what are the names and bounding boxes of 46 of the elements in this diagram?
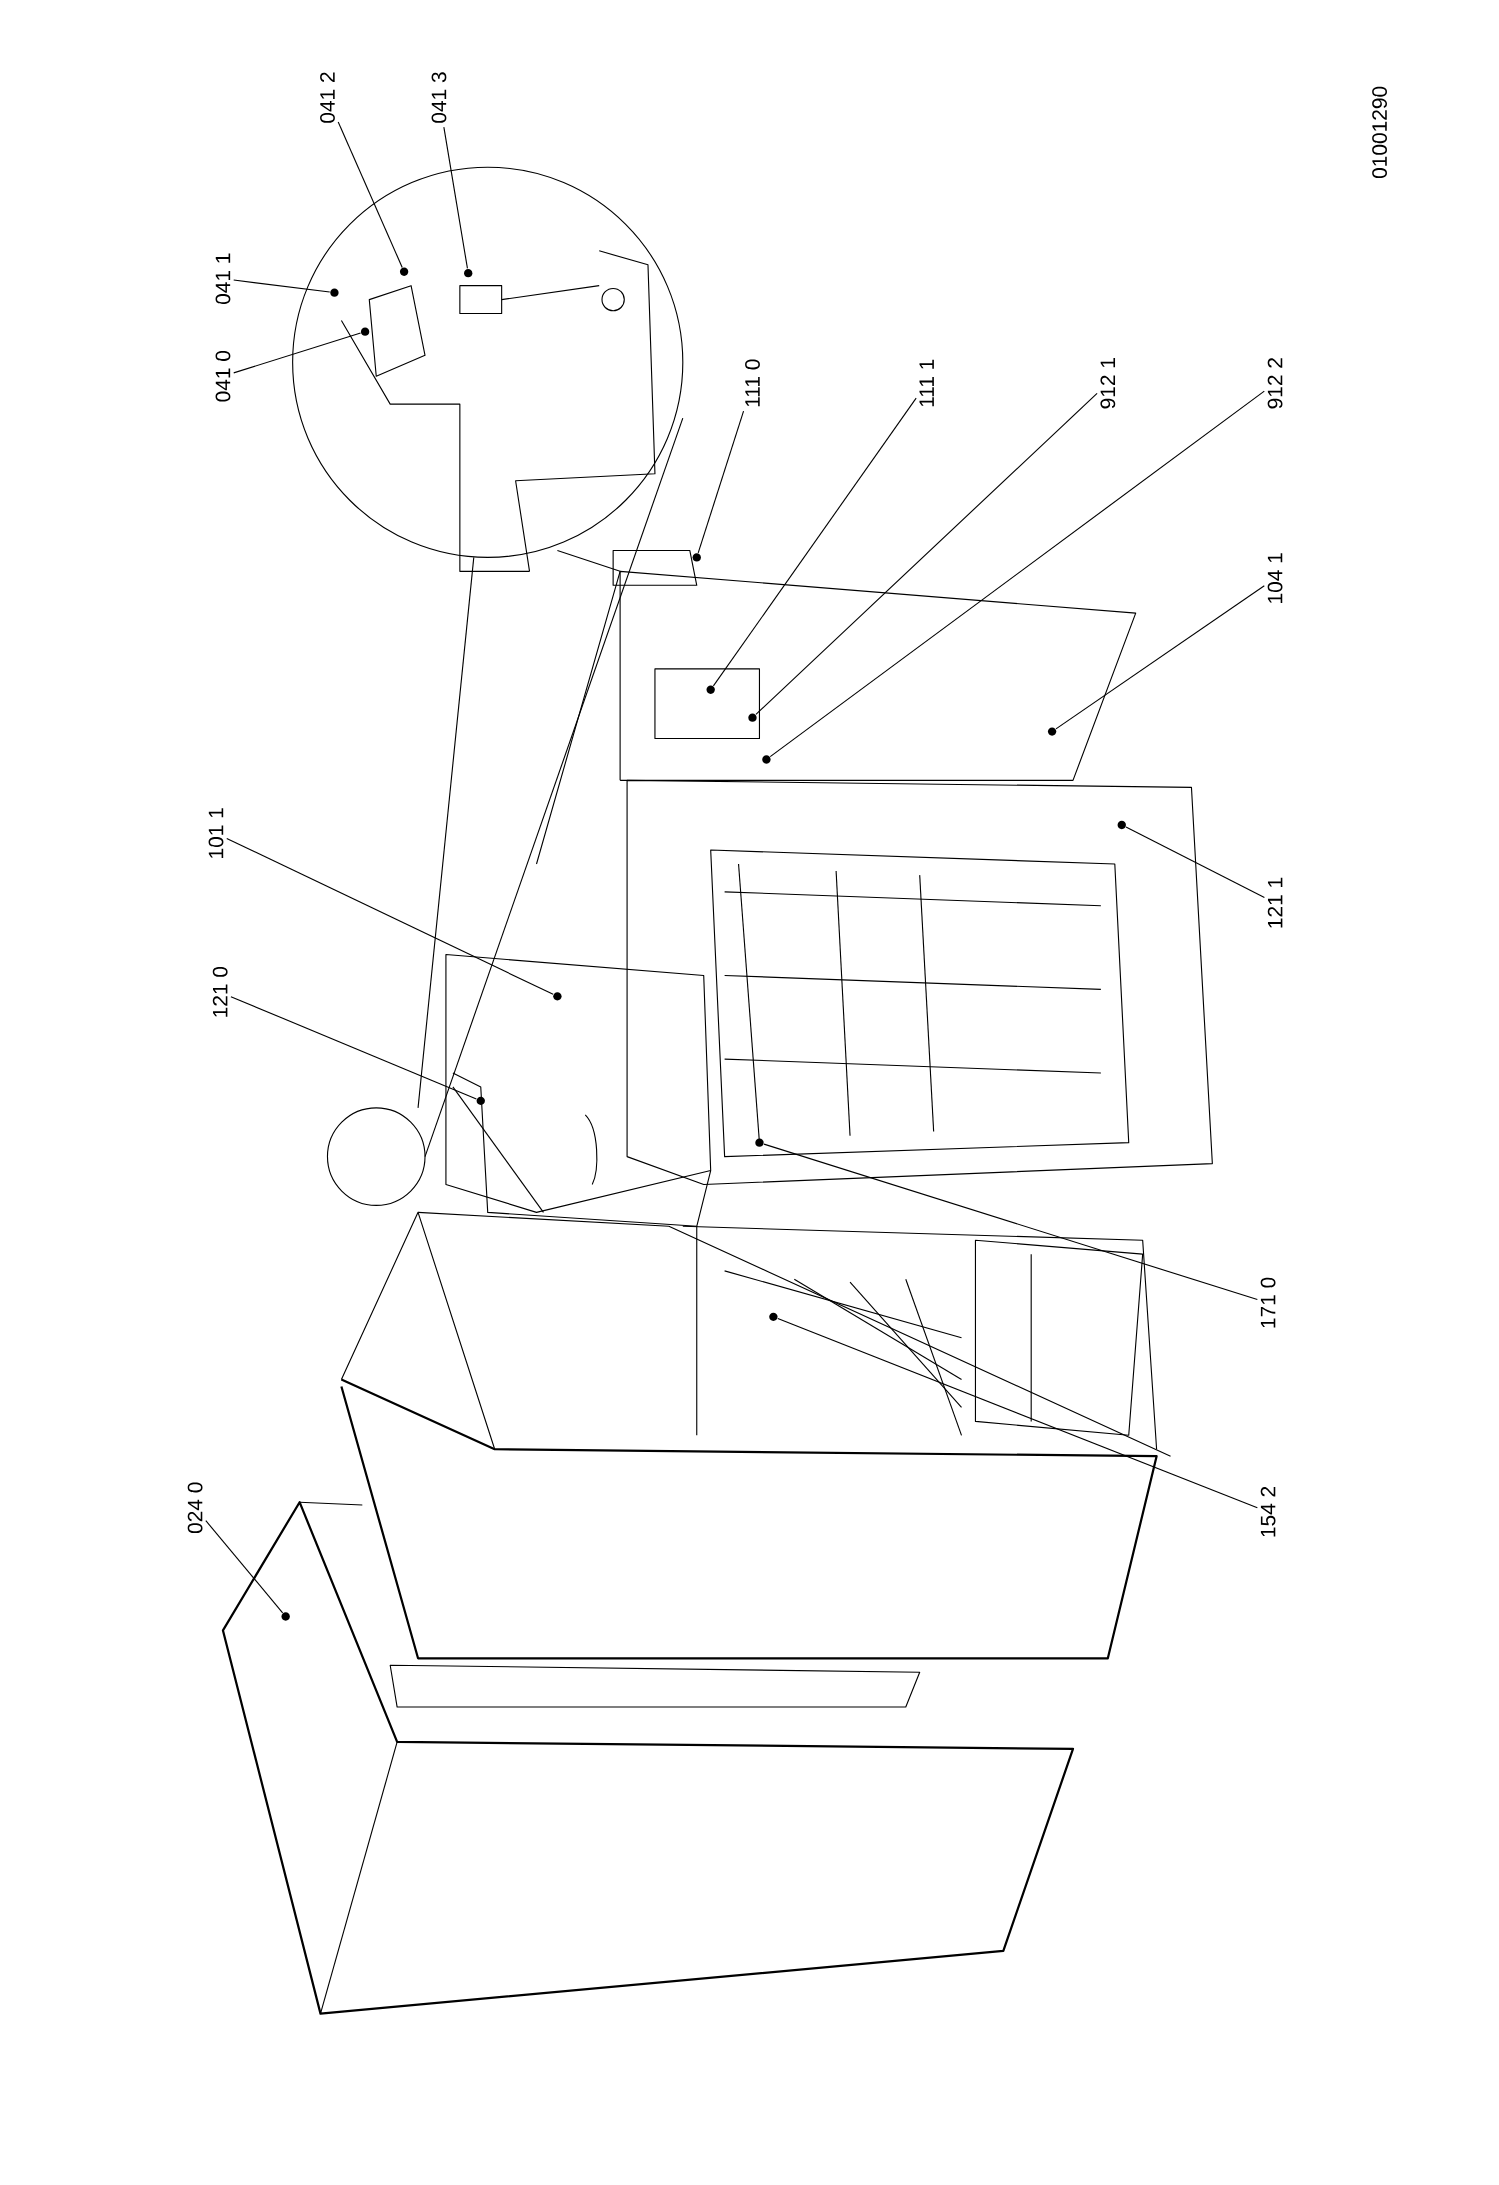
leader-line bbox=[1055, 585, 1265, 730]
leader-line bbox=[205, 1520, 283, 1614]
leader-line bbox=[769, 390, 1265, 758]
drawing-number: 01001290 bbox=[1372, 86, 1387, 179]
part-point bbox=[463, 268, 473, 278]
leader-line bbox=[443, 126, 468, 269]
part-point bbox=[553, 992, 562, 1001]
leader-line bbox=[1125, 826, 1265, 899]
callout-number: 024 0 bbox=[187, 1482, 203, 1534]
leader-line bbox=[712, 397, 917, 687]
part-point bbox=[762, 755, 771, 764]
callout-number: 041 1 bbox=[215, 253, 231, 305]
leader-line bbox=[230, 996, 477, 1100]
callout-number: 121 0 bbox=[212, 966, 228, 1017]
callout-number: 041 0 bbox=[215, 350, 231, 402]
part-point bbox=[692, 553, 701, 562]
part-point bbox=[476, 1096, 485, 1106]
callout-number: 111 1 bbox=[919, 359, 934, 407]
leader-line bbox=[697, 410, 744, 554]
leader-line bbox=[777, 1318, 1258, 1509]
part-point bbox=[1117, 820, 1126, 830]
leader-line bbox=[226, 837, 554, 995]
leader-line bbox=[337, 121, 403, 268]
callout-number: 171 0 bbox=[1260, 1277, 1276, 1328]
part-point bbox=[769, 1312, 778, 1322]
callout-number: 111 0 bbox=[744, 359, 760, 407]
callout-number: 121 1 bbox=[1267, 877, 1283, 928]
callout-number: 912 2 bbox=[1267, 358, 1283, 409]
part-point bbox=[755, 1138, 764, 1147]
callout-number: 041 3 bbox=[431, 72, 447, 123]
leader-line bbox=[763, 1143, 1258, 1301]
part-point bbox=[330, 288, 339, 297]
part-point bbox=[399, 267, 409, 276]
leader-line bbox=[755, 392, 1098, 715]
part-point bbox=[281, 1612, 290, 1621]
callout-number: 912 1 bbox=[1100, 358, 1116, 409]
part-point bbox=[360, 327, 370, 336]
leader-line bbox=[232, 279, 331, 293]
part-point bbox=[1047, 727, 1057, 736]
callout-number: 101 1 bbox=[208, 808, 224, 858]
part-point bbox=[748, 713, 757, 722]
callout-number: 104 1 bbox=[1267, 553, 1283, 603]
callout-number: 041 2 bbox=[319, 72, 335, 123]
callout-number: 154 2 bbox=[1260, 1486, 1276, 1537]
leader-line bbox=[232, 332, 361, 374]
part-point bbox=[706, 685, 715, 694]
